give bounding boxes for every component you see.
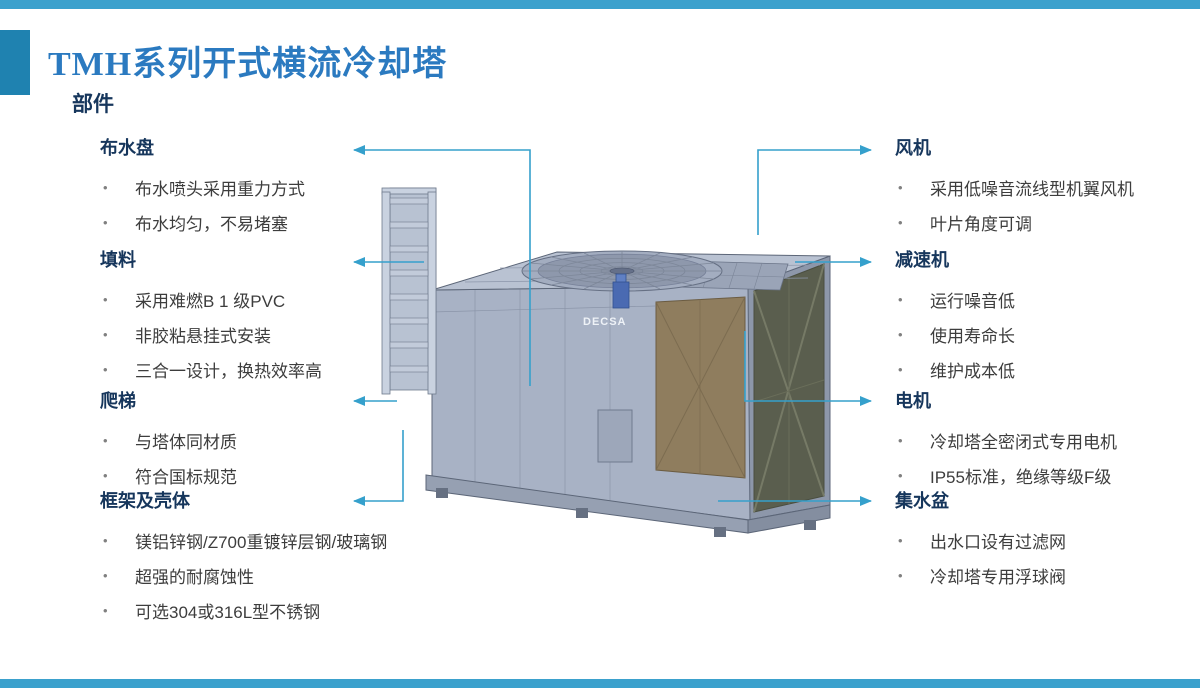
component-bullets: • 采用低噪音流线型机翼风机 • 叶片角度可调 (895, 170, 1134, 240)
bullet-item: • 非胶粘悬挂式安装 (100, 317, 322, 352)
tower-fan (521, 250, 723, 292)
component-bullets: • 运行噪音低 • 使用寿命长 • 维护成本低 (895, 282, 1015, 387)
bullet-text: IP55标准，绝缘等级F级 (930, 468, 1112, 487)
bullet-text: 与塔体同材质 (135, 433, 237, 452)
tower-access-door (597, 409, 633, 463)
bullet-icon: • (103, 568, 108, 583)
bullet-icon: • (898, 327, 903, 342)
bullet-text: 超强的耐腐蚀性 (135, 568, 254, 587)
bullet-icon: • (103, 433, 108, 448)
component-heading: 风机 (895, 138, 931, 158)
component-bullets: • 采用难燃B 1 级PVC • 非胶粘悬挂式安装 • 三合一设计，换热效率高 (100, 282, 322, 387)
component-bullets: • 镁铝锌钢/Z700重镀锌层钢/玻璃钢 • 超强的耐腐蚀性 • 可选304或316L… (100, 523, 387, 628)
bullet-text: 布水喷头采用重力方式 (135, 180, 305, 199)
component-section-frame-and-shell: 框架及壳体 • 镁铝锌钢/Z700重镀锌层钢/玻璃钢 • 超强的耐腐蚀性 • 可选30… (100, 489, 387, 628)
tower-basin (425, 474, 831, 537)
page-title: TMH系列开式横流冷却塔 (48, 46, 448, 83)
section-subtitle: 部件 (72, 93, 114, 116)
bullet-item: • 使用寿命长 (895, 317, 1015, 352)
bullet-text: 三合一设计，换热效率高 (135, 362, 322, 381)
component-heading: 布水盘 (100, 138, 154, 158)
bullet-icon: • (898, 433, 903, 448)
bottom-accent-bar (0, 679, 1200, 688)
bullet-icon: • (103, 327, 108, 342)
component-bullets: • 出水口设有过滤网 • 冷却塔专用浮球阀 (895, 523, 1066, 593)
component-section-fan: 风机 • 采用低噪音流线型机翼风机 • 叶片角度可调 (895, 136, 1134, 240)
tower-logo: DECSA (583, 316, 627, 328)
bullet-text: 叶片角度可调 (930, 215, 1032, 234)
bullet-icon: • (103, 362, 108, 377)
bullet-icon: • (898, 468, 903, 483)
bullet-text: 使用寿命长 (930, 327, 1015, 346)
tower-ladder (381, 187, 437, 395)
bullet-text: 镁铝锌钢/Z700重镀锌层钢/玻璃钢 (135, 533, 388, 552)
bullet-text: 符合国标规范 (135, 468, 237, 487)
title-accent-block (0, 30, 30, 95)
component-bullets: • 冷却塔全密闭式专用电机 • IP55标准，绝缘等级F级 (895, 423, 1117, 493)
bullet-icon: • (898, 362, 903, 377)
bullet-item: • 三合一设计，换热效率高 (100, 352, 322, 387)
tower-motor (612, 273, 630, 309)
component-section-water-basin: 集水盆 • 出水口设有过滤网 • 冷却塔专用浮球阀 (895, 489, 1066, 593)
component-heading: 填料 (100, 250, 136, 270)
bullet-item: • 出水口设有过滤网 (895, 523, 1066, 558)
bullet-item: • 符合国标规范 (100, 458, 237, 493)
bullet-icon: • (103, 603, 108, 618)
bullet-icon: • (103, 533, 108, 548)
bullet-item: • 维护成本低 (895, 352, 1015, 387)
tower-access-panel (655, 296, 746, 479)
bullet-icon: • (103, 468, 108, 483)
bullet-text: 非胶粘悬挂式安装 (135, 327, 271, 346)
component-bullets: • 布水喷头采用重力方式 • 布水均匀，不易堵塞 (100, 170, 305, 240)
bullet-item: • 冷却塔全密闭式专用电机 (895, 423, 1117, 458)
bullet-text: 维护成本低 (930, 362, 1015, 381)
bullet-icon: • (898, 292, 903, 307)
bullet-text: 运行噪音低 (930, 292, 1015, 311)
component-bullets: • 与塔体同材质 • 符合国标规范 (100, 423, 237, 493)
tower-right-face (747, 255, 831, 521)
component-section-motor: 电机 • 冷却塔全密闭式专用电机 • IP55标准，绝缘等级F级 (895, 389, 1117, 493)
cooling-tower-illustration: DECSA (381, 187, 831, 537)
component-heading: 减速机 (895, 250, 949, 270)
component-section-water-distribution-pan: 布水盘 • 布水喷头采用重力方式 • 布水均匀，不易堵塞 (100, 136, 305, 240)
bullet-icon: • (898, 180, 903, 195)
bullet-item: • 采用低噪音流线型机翼风机 (895, 170, 1134, 205)
bullet-item: • 布水均匀，不易堵塞 (100, 205, 305, 240)
bullet-text: 采用低噪音流线型机翼风机 (930, 180, 1134, 199)
component-heading: 爬梯 (100, 391, 136, 411)
bullet-text: 冷却塔专用浮球阀 (930, 568, 1066, 587)
bullet-item: • 可选304或316L型不锈钢 (100, 593, 387, 628)
bullet-item: • IP55标准，绝缘等级F级 (895, 458, 1117, 493)
bullet-icon: • (898, 215, 903, 230)
bullet-icon: • (898, 568, 903, 583)
bullet-item: • 超强的耐腐蚀性 (100, 558, 387, 593)
bullet-item: • 布水喷头采用重力方式 (100, 170, 305, 205)
top-accent-bar (0, 0, 1200, 9)
bullet-text: 采用难燃B 1 级PVC (135, 292, 286, 311)
bullet-item: • 采用难燃B 1 级PVC (100, 282, 322, 317)
component-section-fill: 填料 • 采用难燃B 1 级PVC • 非胶粘悬挂式安装 • 三合一设计，换热效率高 (100, 248, 322, 387)
bullet-text: 冷却塔全密闭式专用电机 (930, 433, 1117, 452)
bullet-item: • 冷却塔专用浮球阀 (895, 558, 1066, 593)
bullet-text: 可选304或316L型不锈钢 (135, 603, 321, 622)
bullet-text: 布水均匀，不易堵塞 (135, 215, 288, 234)
bullet-text: 出水口设有过滤网 (930, 533, 1066, 552)
component-section-gear-reducer: 减速机 • 运行噪音低 • 使用寿命长 • 维护成本低 (895, 248, 1015, 387)
component-heading: 集水盆 (895, 491, 949, 511)
component-heading: 电机 (895, 391, 931, 411)
bullet-icon: • (898, 533, 903, 548)
component-section-ladder: 爬梯 • 与塔体同材质 • 符合国标规范 (100, 389, 237, 493)
bullet-item: • 叶片角度可调 (895, 205, 1134, 240)
bullet-icon: • (103, 180, 108, 195)
bullet-icon: • (103, 215, 108, 230)
bullet-icon: • (103, 292, 108, 307)
bullet-item: • 运行噪音低 (895, 282, 1015, 317)
bullet-item: • 与塔体同材质 (100, 423, 237, 458)
component-heading: 框架及壳体 (100, 491, 190, 511)
bullet-item: • 镁铝锌钢/Z700重镀锌层钢/玻璃钢 (100, 523, 387, 558)
